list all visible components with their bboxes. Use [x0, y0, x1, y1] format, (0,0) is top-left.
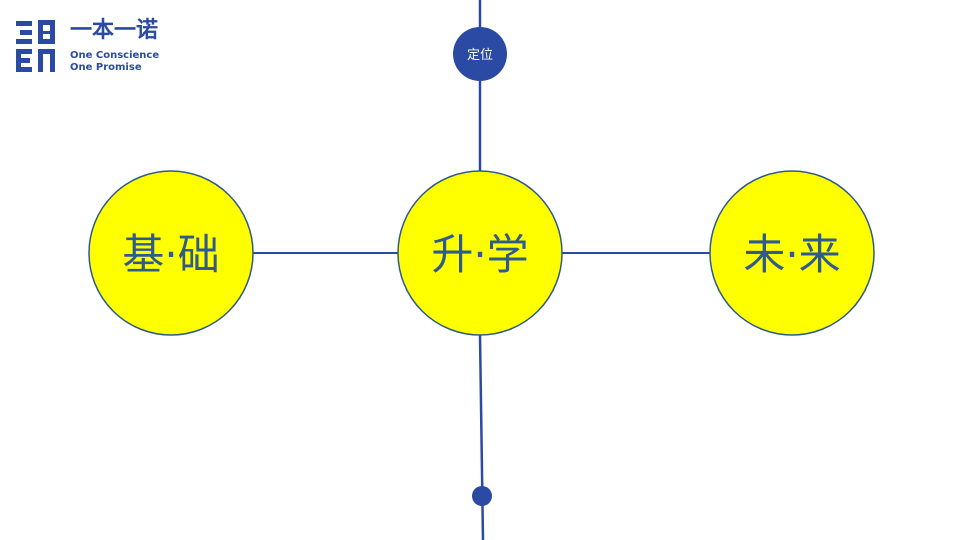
node-advance: 升·学 — [397, 170, 563, 336]
node-future-label: 未·来 — [743, 230, 840, 279]
logo-mark-icon — [16, 20, 55, 72]
node-foundation-label: 基·础 — [122, 230, 219, 279]
bottom-dot — [472, 486, 492, 506]
logo-english-line2: One Promise — [70, 62, 142, 73]
connector-bottom — [478, 334, 485, 540]
top-node — [453, 27, 507, 81]
node-foundation: 基·础 — [88, 170, 254, 336]
node-future: 未·来 — [709, 170, 875, 336]
logo-chinese-name: 一本一诺 — [70, 18, 159, 43]
top-node-label: 定位 — [467, 48, 493, 63]
logo-english-line1: One Conscience — [70, 50, 160, 61]
node-advance-label: 升·学 — [431, 230, 528, 279]
